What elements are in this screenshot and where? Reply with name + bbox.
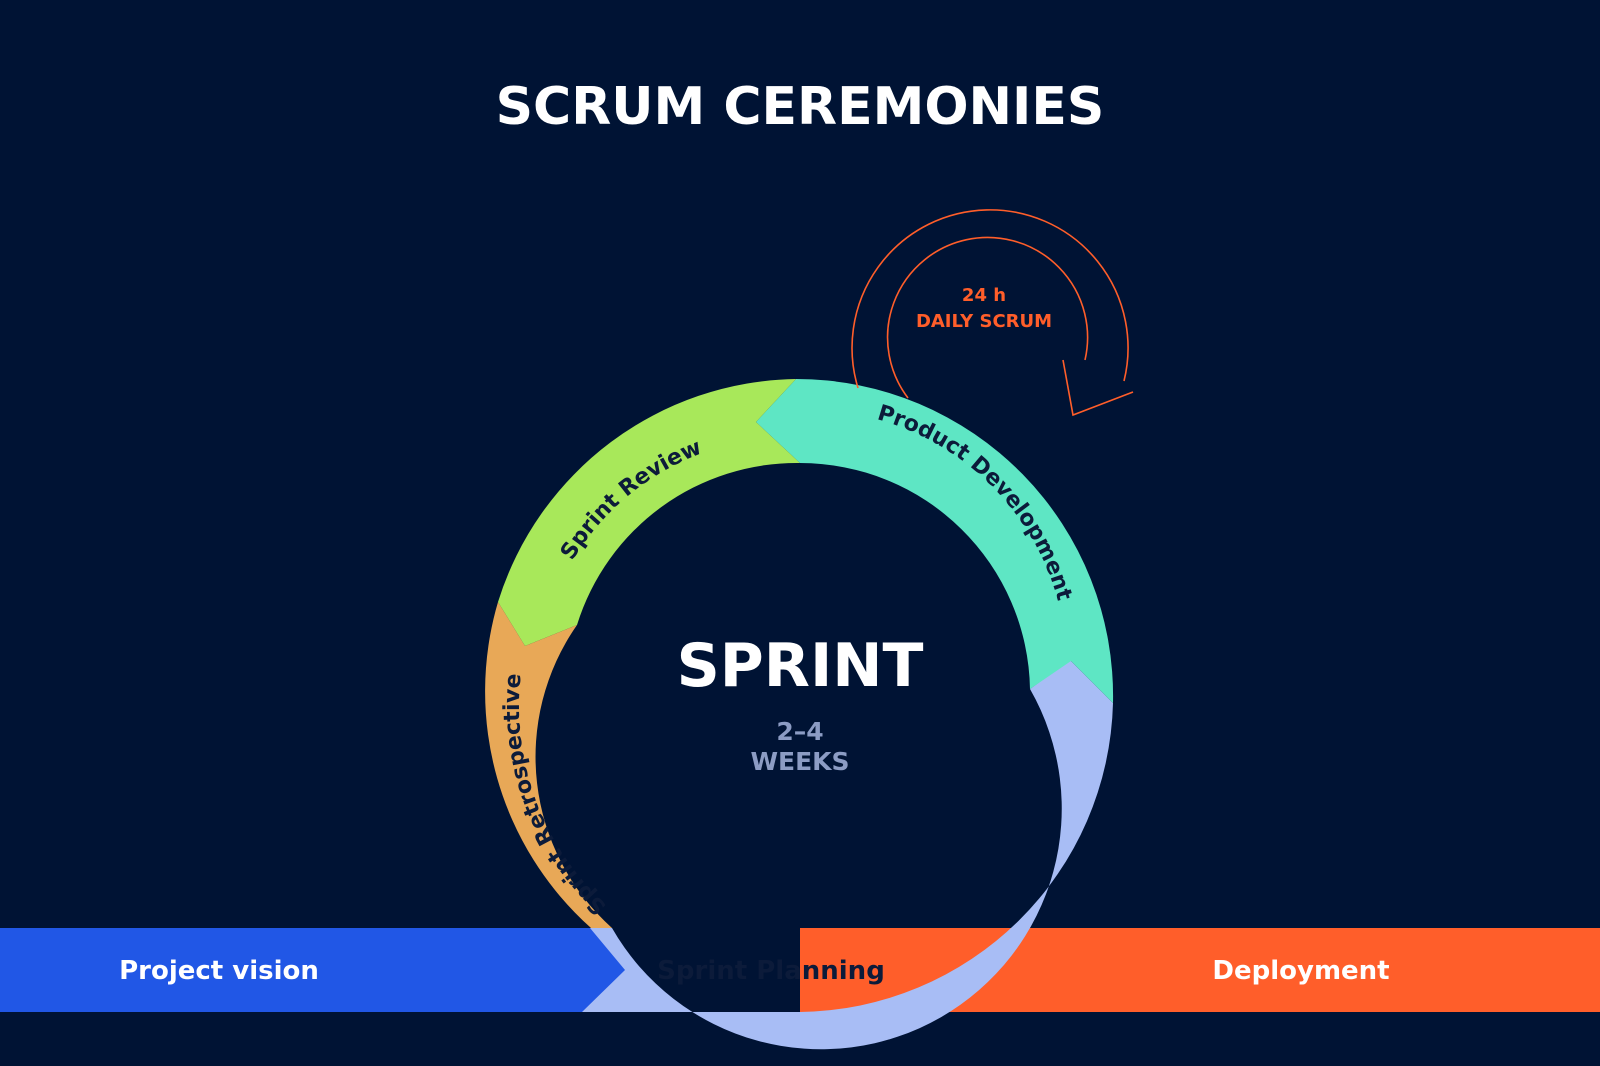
segment-sprint-planning[interactable] — [582, 660, 1113, 1050]
page-title: SCRUM CEREMONIES — [496, 77, 1105, 137]
deployment-label: Deployment — [1212, 956, 1389, 986]
daily-scrum-loop-icon — [851, 209, 1134, 417]
sprint-planning-label: Sprint Planning — [657, 956, 885, 986]
sprint-title: SPRINT — [677, 631, 924, 701]
daily-scrum-label: DAILY SCRUM — [916, 311, 1052, 332]
segment-product-development[interactable] — [756, 378, 1114, 703]
daily-scrum-duration: 24 h — [962, 285, 1006, 306]
segment-sprint-review[interactable] — [498, 379, 800, 646]
sprint-duration-unit: WEEKS — [750, 747, 849, 776]
segment-sprint-retrospective[interactable] — [485, 602, 612, 928]
project-vision-label: Project vision — [119, 956, 319, 986]
project-vision-arrow — [0, 928, 632, 1012]
sprint-duration: 2–4 — [776, 717, 823, 746]
